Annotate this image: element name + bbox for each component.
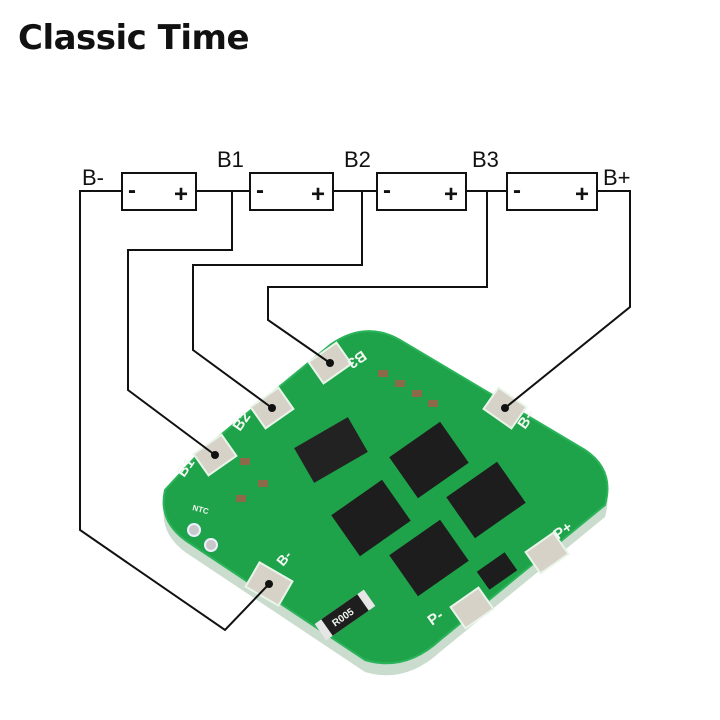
ntc-hole-1 [187,523,201,537]
shunt-resistor: R005 [314,589,376,641]
wire-b-plus [504,190,631,409]
mosfet-2 [446,461,526,539]
battery-cell-3 [376,172,467,211]
smd-cap [412,390,422,397]
pcb-board: B3 B2 B1 B+ B- P+ P- NTC [162,330,609,676]
silk-ntc: NTC [191,503,209,516]
wire-b3-tap [267,191,488,364]
cell-1-pos: + [174,181,188,208]
smd-cap [378,370,388,377]
wire-end-dot [211,451,219,459]
pad-pminus [449,586,495,630]
wire-end-dot [265,580,273,588]
cell-2-neg: - [256,177,264,204]
mosfet-1 [389,421,469,499]
wire-b-minus [79,190,270,632]
smd-cap [395,380,405,387]
battery-cell-2 [249,172,334,211]
cell-3-neg: - [383,177,391,204]
terminal-label-b3: B3 [472,147,499,172]
cell-4-pos: + [575,181,589,208]
small-transistor [476,552,518,590]
mosfet-3 [331,479,411,557]
cell-2-pos: + [311,181,325,208]
smd-cap [236,495,246,502]
cell-4-neg: - [513,177,521,204]
page-title: Classic Time [18,18,250,58]
smd-cap [428,400,438,407]
terminal-label-b-minus: B- [82,165,104,190]
terminal-label-b1: B1 [217,147,244,172]
terminal-label-b-plus: B+ [603,165,631,190]
mosfet-4 [389,519,469,597]
wire-b1-tap [127,191,233,456]
cell-3-pos: + [444,181,458,208]
pad-pplus [524,531,570,575]
terminal-label-b2: B2 [344,147,371,172]
control-ic [294,417,368,483]
wire-end-dot [268,404,276,412]
wire-b2-tap [192,191,363,409]
wire-end-dot [326,359,334,367]
smd-cap [258,480,268,487]
smd-cap [240,458,250,465]
ntc-hole-2 [204,538,218,552]
cell-1-neg: - [128,177,136,204]
wire-end-dot [501,404,509,412]
